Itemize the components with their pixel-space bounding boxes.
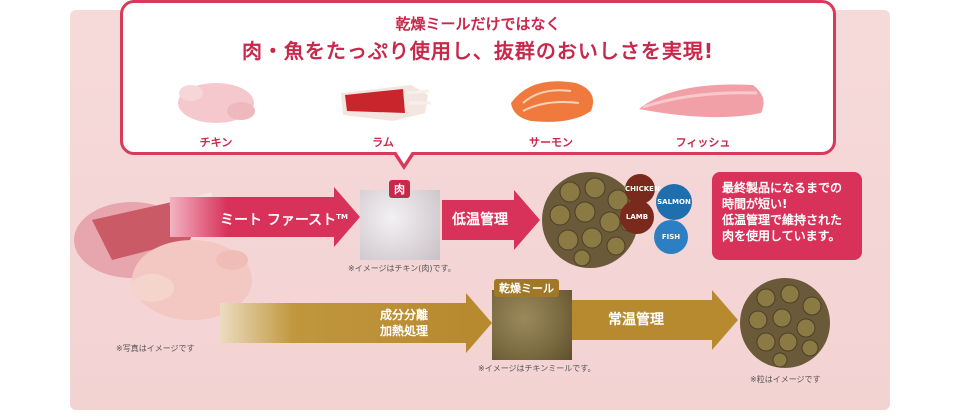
info-line-3: 低温管理で維持された (722, 212, 852, 228)
minced-meat-image (360, 190, 440, 260)
food-salmon: サーモン (501, 73, 601, 150)
callout-bubble: 乾燥ミールだけではなく 肉・魚をたっぷり使用し、抜群のおいしさを実現! チキン … (120, 0, 836, 155)
raw-chicken-image (171, 73, 261, 128)
arrow-meat-first-label: ミート ファーストTM (220, 197, 348, 237)
callout-headline: 肉・魚をたっぷり使用し、抜群のおいしさを実現! (123, 35, 833, 64)
fish-fillet-image (633, 73, 773, 128)
food-label-salmon: サーモン (501, 134, 601, 150)
lamb-rack-image (333, 73, 433, 128)
photo-note: ※写真はイメージです (116, 343, 195, 354)
salmon-badge: SALMON (656, 184, 692, 220)
info-line-2: 時間が短い! (722, 196, 852, 212)
arrow-body (220, 303, 466, 343)
arrow-meat-first: ミート ファーストTM (170, 197, 360, 237)
arrow-head (514, 190, 540, 250)
fish-badge: FISH (654, 220, 688, 254)
dry-meal-image (492, 290, 572, 360)
arrow-head (712, 290, 738, 350)
arrow-separation-label: 成分分離 加熱処理 (380, 307, 428, 347)
arrow-separation-heat: 成分分離 加熱処理 (220, 303, 492, 343)
food-fish: フィッシュ (633, 73, 773, 150)
info-line-4: 肉を使用しています。 (722, 228, 852, 244)
dry-meal-note: ※イメージはチキンミールです。 (478, 363, 596, 374)
dry-meal-tag: 乾燥ミール (494, 279, 559, 297)
meat-first-text: ミート ファースト (220, 213, 336, 229)
food-label-lamb: ラム (333, 134, 433, 150)
meat-tag: 肉 (389, 180, 410, 198)
callout-subtitle: 乾燥ミールだけではなく (123, 13, 833, 34)
separation-line-1: 成分分離 (380, 307, 428, 323)
food-label-chicken: チキン (171, 134, 261, 150)
food-lamb: ラム (333, 73, 433, 150)
arrow-low-temp: 低温管理 (442, 200, 540, 240)
arrow-head (466, 293, 492, 353)
food-chicken: チキン (171, 73, 261, 150)
kibble-bottom-image (738, 276, 832, 370)
lamb-badge: LAMB (620, 200, 654, 234)
arrow-room-temp-label: 常温管理 (608, 300, 664, 340)
food-label-fish: フィッシュ (633, 134, 773, 150)
meat-image-note: ※イメージはチキン(肉)です。 (348, 263, 456, 274)
salmon-steak-image (501, 73, 601, 128)
callout-tail-inner (395, 150, 413, 164)
arrow-low-temp-label: 低温管理 (452, 200, 508, 240)
kibble-note: ※粒はイメージです (750, 374, 821, 385)
info-box: 最終製品になるまでの 時間が短い! 低温管理で維持された 肉を使用しています。 (712, 172, 862, 260)
trademark-mark: TM (336, 213, 348, 221)
arrow-room-temp: 常温管理 (572, 300, 738, 340)
info-line-1: 最終製品になるまでの (722, 180, 852, 196)
separation-line-2: 加熱処理 (380, 323, 428, 339)
